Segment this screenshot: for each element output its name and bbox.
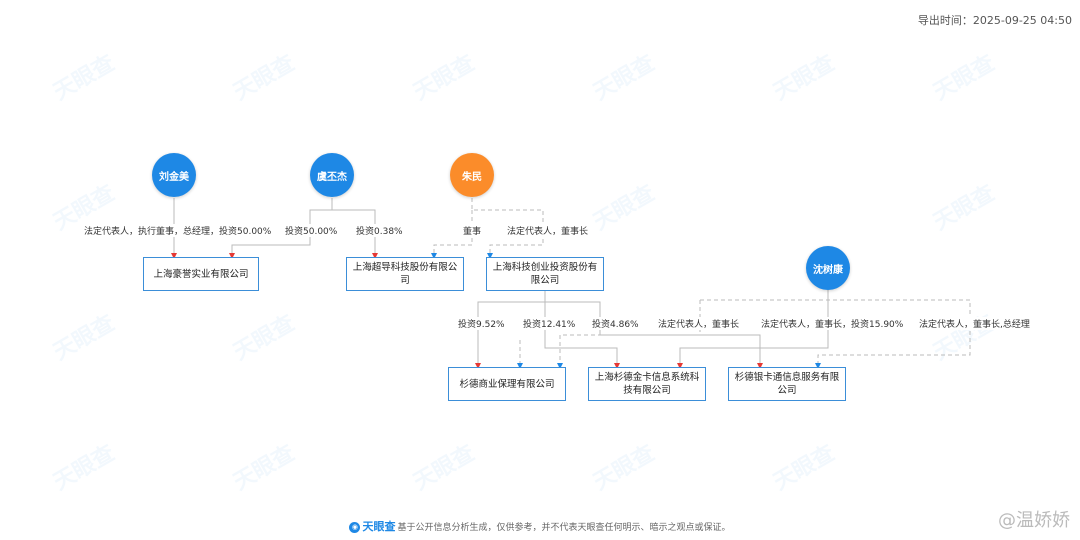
edge-label: 法定代表人，董事长 (657, 317, 741, 330)
edge-line (544, 302, 620, 369)
tianyancha-logo-icon: ◉ (349, 522, 361, 533)
company-jinka[interactable]: 上海杉德金卡信息系统科技有限公司 (588, 367, 706, 401)
edge-line (700, 299, 971, 369)
person-liujinmei[interactable]: 刘金美 (152, 153, 196, 197)
edge-line (545, 301, 763, 369)
export-time: 导出时间：2025-09-25 04:50 (917, 14, 1072, 27)
edge-line (475, 291, 546, 369)
company-kechuang[interactable]: 上海科技创业投资股份有限公司 (486, 257, 604, 291)
footer: ◉天眼查基于公开信息分析生成，仅供参考，并不代表天眼查任何明示、暗示之观点或保证… (0, 518, 1080, 534)
person-shenshukang[interactable]: 沈树康 (806, 246, 850, 290)
edge-line (557, 300, 701, 369)
company-haoyu[interactable]: 上海豪誉实业有限公司 (143, 257, 259, 291)
edge-label: 法定代表人，董事长 (506, 224, 590, 237)
edge-label: 投资50.00% (284, 224, 339, 237)
person-yupijie[interactable]: 虞丕杰 (310, 153, 354, 197)
weibo-watermark: @温娇娇 (998, 510, 1070, 531)
edge-label: 法定代表人，董事长，投资15.90% (760, 317, 905, 330)
company-baoli[interactable]: 杉德商业保理有限公司 (448, 367, 566, 401)
edge-label: 投资4.86% (591, 317, 640, 330)
footer-disclaimer: 基于公开信息分析生成，仅供参考，并不代表天眼查任何明示、暗示之观点或保证。 (397, 523, 731, 533)
edge-label: 投资9.52% (457, 317, 506, 330)
edge-label: 投资0.38% (355, 224, 404, 237)
footer-brand: 天眼查 (362, 520, 396, 533)
company-yinka[interactable]: 杉德银卡通信息服务有限公司 (728, 367, 846, 401)
company-chaodao[interactable]: 上海超导科技股份有限公司 (346, 257, 464, 291)
edge-label: 法定代表人，执行董事，总经理，投资50.00% (83, 224, 273, 237)
edge-label: 法定代表人，董事长,总经理 (918, 317, 1031, 330)
edge-label: 投资12.41% (522, 317, 577, 330)
edge-label: 董事 (462, 224, 483, 237)
person-zhumin[interactable]: 朱民 (450, 153, 494, 197)
